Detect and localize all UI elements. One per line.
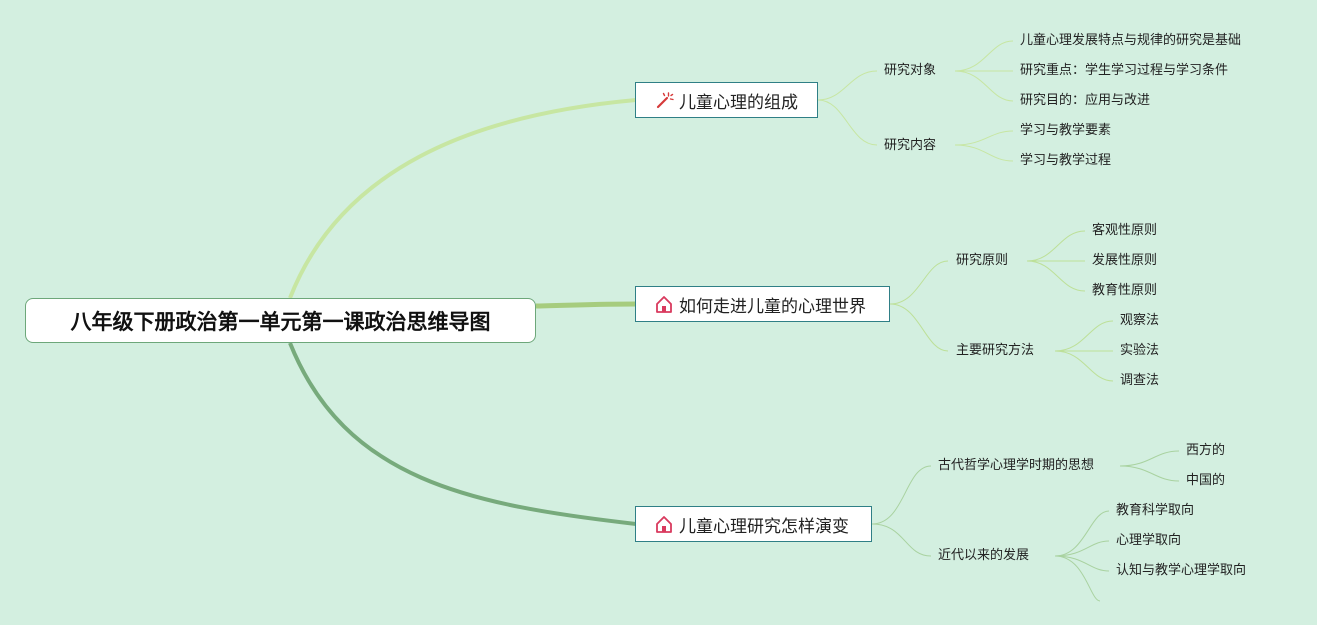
branch-topic-3[interactable]: 儿童心理研究怎样演变 <box>635 506 872 542</box>
magic-wand-icon <box>654 90 674 110</box>
branch-topic-2[interactable]: 如何走进儿童的心理世界 <box>635 286 890 322</box>
subtopic-1-2[interactable]: 研究内容 <box>884 138 937 153</box>
leaf-2-2-1[interactable]: 观察法 <box>1120 313 1160 328</box>
subtopic-2-1[interactable]: 研究原则 <box>956 253 1009 268</box>
leaf-1-2-1[interactable]: 学习与教学要素 <box>1020 123 1112 138</box>
leaf-3-1-1[interactable]: 西方的 <box>1186 443 1226 458</box>
connector-root-branch-3 <box>288 342 637 526</box>
leaf-2-2-2[interactable]: 实验法 <box>1120 343 1160 358</box>
connector-root-branch-2 <box>535 301 637 309</box>
leaf-2-1-1[interactable]: 客观性原则 <box>1092 223 1158 238</box>
branch-topic-3-label: 儿童心理研究怎样演变 <box>679 516 849 537</box>
connectors-branch-2 <box>889 230 1114 382</box>
leaf-2-2-3[interactable]: 调查法 <box>1120 373 1160 388</box>
root-topic-label: 八年级下册政治第一单元第一课政治思维导图 <box>70 309 491 334</box>
branch-topic-1-label: 儿童心理的组成 <box>679 92 798 113</box>
subtopic-3-1[interactable]: 古代哲学心理学时期的思想 <box>938 458 1095 473</box>
connectors-branch-1 <box>817 40 1014 162</box>
root-topic[interactable]: 八年级下册政治第一单元第一课政治思维导图 <box>25 298 536 343</box>
leaf-3-2-2[interactable]: 心理学取向 <box>1116 533 1182 548</box>
home-icon <box>654 514 674 534</box>
leaf-2-1-2[interactable]: 发展性原则 <box>1092 253 1158 268</box>
leaf-1-1-2[interactable]: 研究重点：学生学习过程与学习条件 <box>1020 63 1229 78</box>
connector-root-branch-1 <box>288 98 637 299</box>
home-icon <box>654 294 674 314</box>
leaf-1-1-3[interactable]: 研究目的：应用与改进 <box>1020 93 1151 108</box>
branch-topic-1[interactable]: 儿童心理的组成 <box>635 82 818 118</box>
leaf-3-1-2[interactable]: 中国的 <box>1186 473 1226 488</box>
subtopic-3-2[interactable]: 近代以来的发展 <box>938 548 1030 563</box>
subtopic-2-2[interactable]: 主要研究方法 <box>956 343 1035 358</box>
leaf-1-2-2[interactable]: 学习与教学过程 <box>1020 153 1112 168</box>
leaf-3-2-1[interactable]: 教育科学取向 <box>1116 503 1195 518</box>
connectors-branch-3 <box>871 450 1180 602</box>
leaf-1-1-1[interactable]: 儿童心理发展特点与规律的研究是基础 <box>1020 33 1242 48</box>
leaf-2-1-3[interactable]: 教育性原则 <box>1092 283 1158 298</box>
leaf-3-2-3[interactable]: 认知与教学心理学取向 <box>1116 563 1247 578</box>
branch-topic-2-label: 如何走进儿童的心理世界 <box>679 296 866 317</box>
subtopic-1-1[interactable]: 研究对象 <box>884 63 937 78</box>
